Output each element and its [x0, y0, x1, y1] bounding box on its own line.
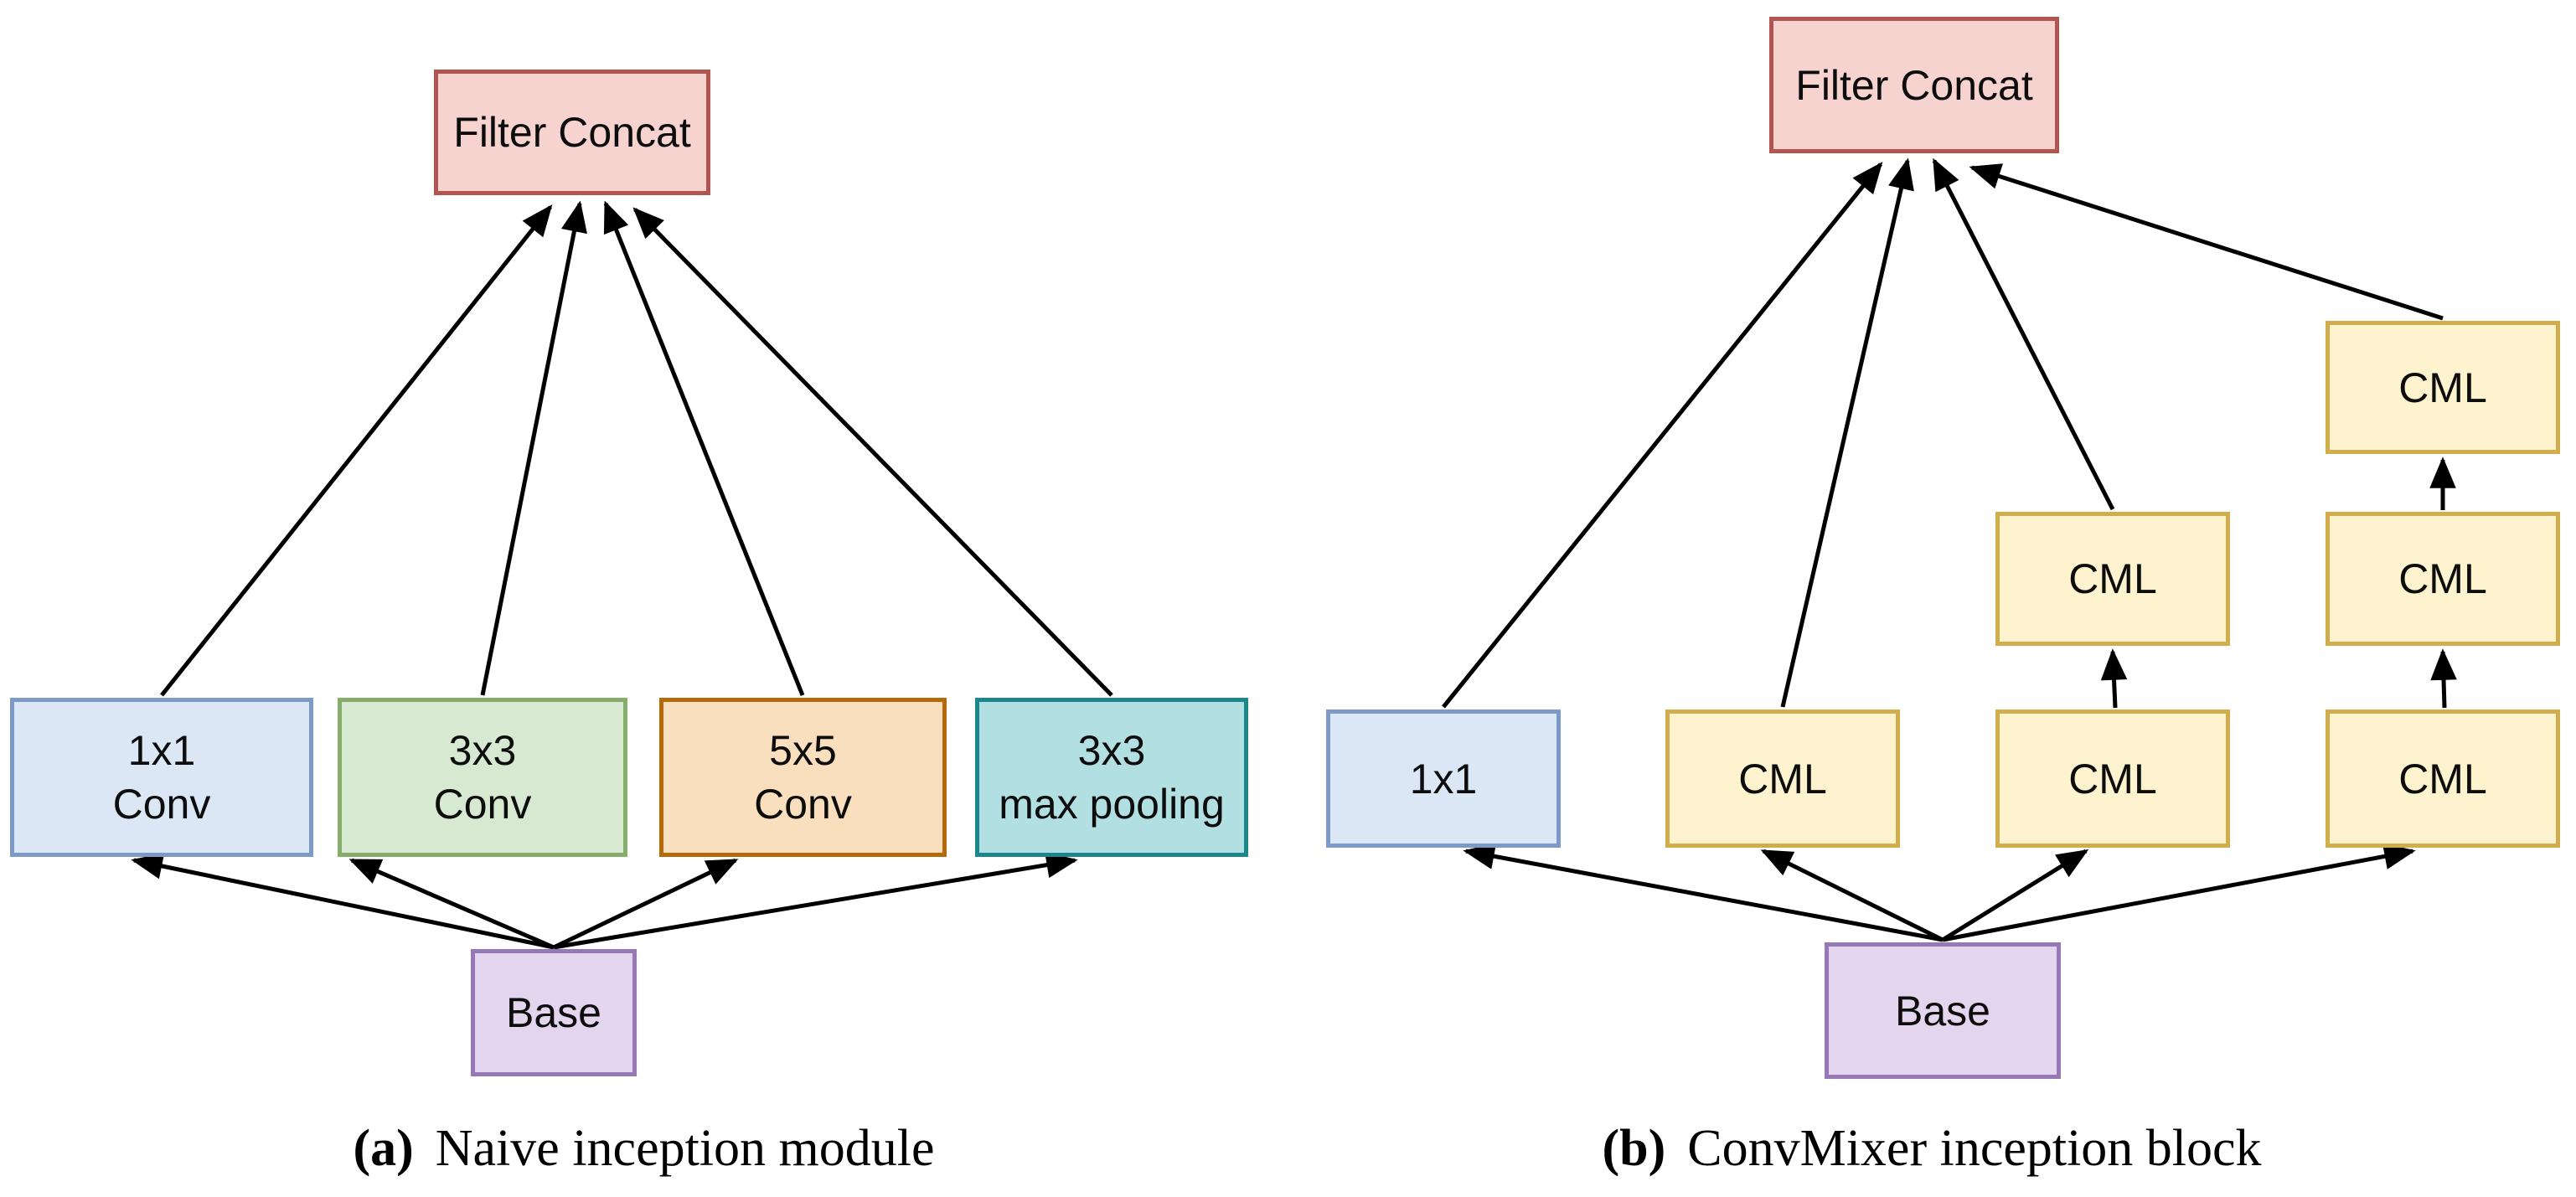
- arrow-b-conv1x1-to-concat: [1442, 162, 1883, 709]
- arrow-a-base-to-conv1x1: [131, 853, 555, 950]
- caption-b-text: ConvMixer inception block: [1687, 1120, 2262, 1177]
- node-max-pooling-a: 3x3 max pooling: [975, 698, 1248, 857]
- node-cml-branch4-bottom: CML: [2326, 709, 2560, 848]
- node-conv-3x3-a: 3x3 Conv: [338, 698, 627, 857]
- arrow-a-conv1x1-to-concat: [160, 204, 553, 697]
- node-cml-branch4-top: CML: [2326, 321, 2560, 454]
- arrow-b-cml2-to-concat: [1780, 157, 1914, 708]
- arrow-a-conv5x5-to-concat: [603, 200, 805, 696]
- node-base-a: Base: [471, 949, 637, 1076]
- arrow-a-maxpool-to-concat: [632, 207, 1113, 697]
- node-filter-concat-b: Filter Concat: [1769, 17, 2059, 153]
- caption-a-label: (a): [353, 1120, 414, 1177]
- node-cml-branch3-bottom: CML: [1995, 709, 2230, 848]
- arrow-a-base-to-maxpool: [553, 852, 1078, 950]
- arrow-a-base-to-conv5x5: [552, 858, 739, 950]
- arrow-b-base-to-conv1x1: [1463, 843, 1944, 942]
- node-conv-5x5-a: 5x5 Conv: [659, 698, 947, 857]
- arrow-b-cml4-bottom-to-middle: [2430, 648, 2457, 709]
- node-cml-branch2: CML: [1665, 709, 1900, 848]
- arrow-b-base-to-cml2: [1760, 849, 1944, 942]
- node-base-b: Base: [1825, 942, 2061, 1079]
- node-filter-concat-a: Filter Concat: [434, 70, 710, 195]
- arrow-b-cml3-to-concat: [1932, 157, 2115, 511]
- caption-a-text: Naive inception module: [435, 1120, 935, 1177]
- arrow-a-base-to-conv3x3: [348, 858, 555, 950]
- node-cml-branch4-middle: CML: [2326, 512, 2560, 646]
- caption-b-label: (b): [1602, 1120, 1666, 1177]
- arrow-b-cml4-to-concat: [1969, 163, 2444, 321]
- node-conv-1x1-b: 1x1: [1326, 709, 1561, 848]
- arrow-b-base-to-cml4: [1942, 843, 2416, 942]
- arrow-a-conv3x3-to-concat: [480, 200, 587, 696]
- arrow-b-cml3-bottom-to-top: [2100, 648, 2128, 709]
- node-cml-branch3-top: CML: [1995, 512, 2230, 646]
- node-conv-1x1-a: 1x1 Conv: [10, 698, 313, 857]
- arrow-b-base-to-cml3: [1941, 849, 2089, 942]
- caption-panel-a: (a) Naive inception module: [0, 1119, 1288, 1179]
- caption-panel-b: (b) ConvMixer inception block: [1288, 1119, 2576, 1179]
